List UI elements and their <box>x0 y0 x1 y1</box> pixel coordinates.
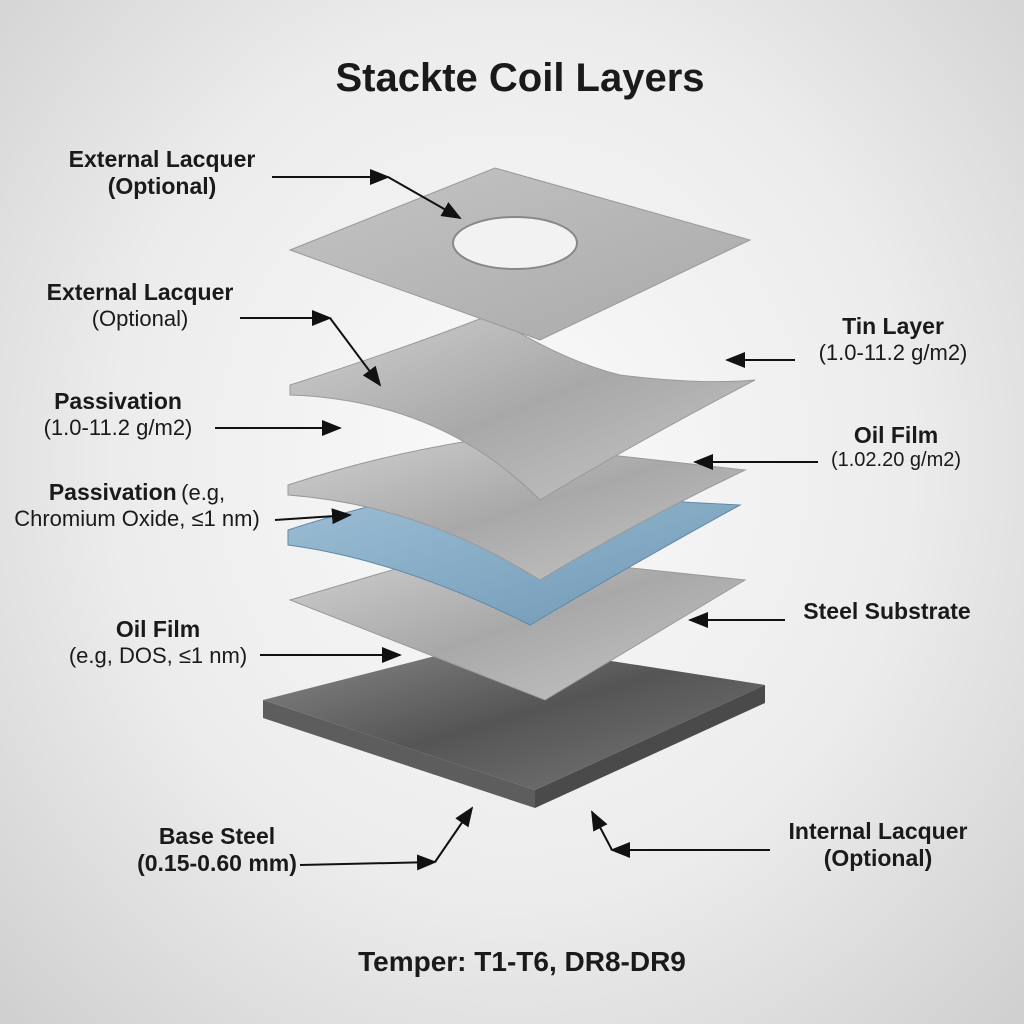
label-steel-substrate: Steel Substrate <box>803 598 970 625</box>
label-name: Oil Film <box>115 616 201 642</box>
label-external-lacquer-2: External Lacquer (Optional) <box>47 279 234 332</box>
label-name: Internal Lacquer <box>788 818 968 844</box>
label-detail-inline: (e.g, <box>181 480 226 505</box>
label-detail: (Optional) <box>91 306 189 331</box>
label-name: Base Steel <box>158 823 276 849</box>
external-lacquer-top-layer <box>288 167 752 341</box>
label-name: External Lacquer <box>68 146 256 172</box>
center-hole <box>452 216 578 270</box>
temper-footer: Temper: T1-T6, DR8-DR9 <box>358 946 686 977</box>
label-internal-lacquer: Internal Lacquer (Optional) <box>789 818 968 872</box>
label-detail: (Optional) <box>107 173 217 199</box>
label-name: Steel Substrate <box>803 598 971 624</box>
label-detail: Chromium Oxide, ≤1 nm) <box>14 506 260 531</box>
label-tin-layer: Tin Layer (1.0-11.2 g/m2) <box>819 313 968 366</box>
label-detail: (1.02.20 g/m2) <box>830 449 962 471</box>
label-detail: (e.g, DOS, ≤1 nm) <box>68 643 248 668</box>
label-external-lacquer-1: External Lacquer (Optional) <box>69 146 256 200</box>
tin-layer <box>289 314 756 501</box>
label-name: Oil Film <box>853 422 939 448</box>
label-name: Tin Layer <box>842 313 944 339</box>
label-oil-film-right: Oil Film (1.02.20 g/m2) <box>831 422 961 472</box>
diagram-title: Stackte Coil Layers <box>335 56 705 100</box>
label-passivation-2: Passivation (e.g, Chromium Oxide, ≤1 nm) <box>14 479 260 532</box>
base-steel-layer <box>263 642 765 808</box>
leader-arrows <box>215 169 818 871</box>
label-oil-film-left: Oil Film (e.g, DOS, ≤1 nm) <box>69 616 247 669</box>
label-detail: (1.0-11.2 g/m2) <box>818 340 968 365</box>
label-passivation-1: Passivation (1.0-11.2 g/m2) <box>44 388 193 441</box>
oil-film-layer <box>287 439 747 581</box>
label-detail: (Optional) <box>823 845 933 871</box>
label-base-steel: Base Steel (0.15-0.60 mm) <box>137 823 297 877</box>
label-name: Passivation <box>48 479 177 505</box>
label-name: Passivation <box>54 388 182 414</box>
label-detail: (0.15-0.60 mm) <box>137 850 297 876</box>
label-detail: (1.0-11.2 g/m2) <box>43 415 193 440</box>
label-name: External Lacquer <box>46 279 234 305</box>
